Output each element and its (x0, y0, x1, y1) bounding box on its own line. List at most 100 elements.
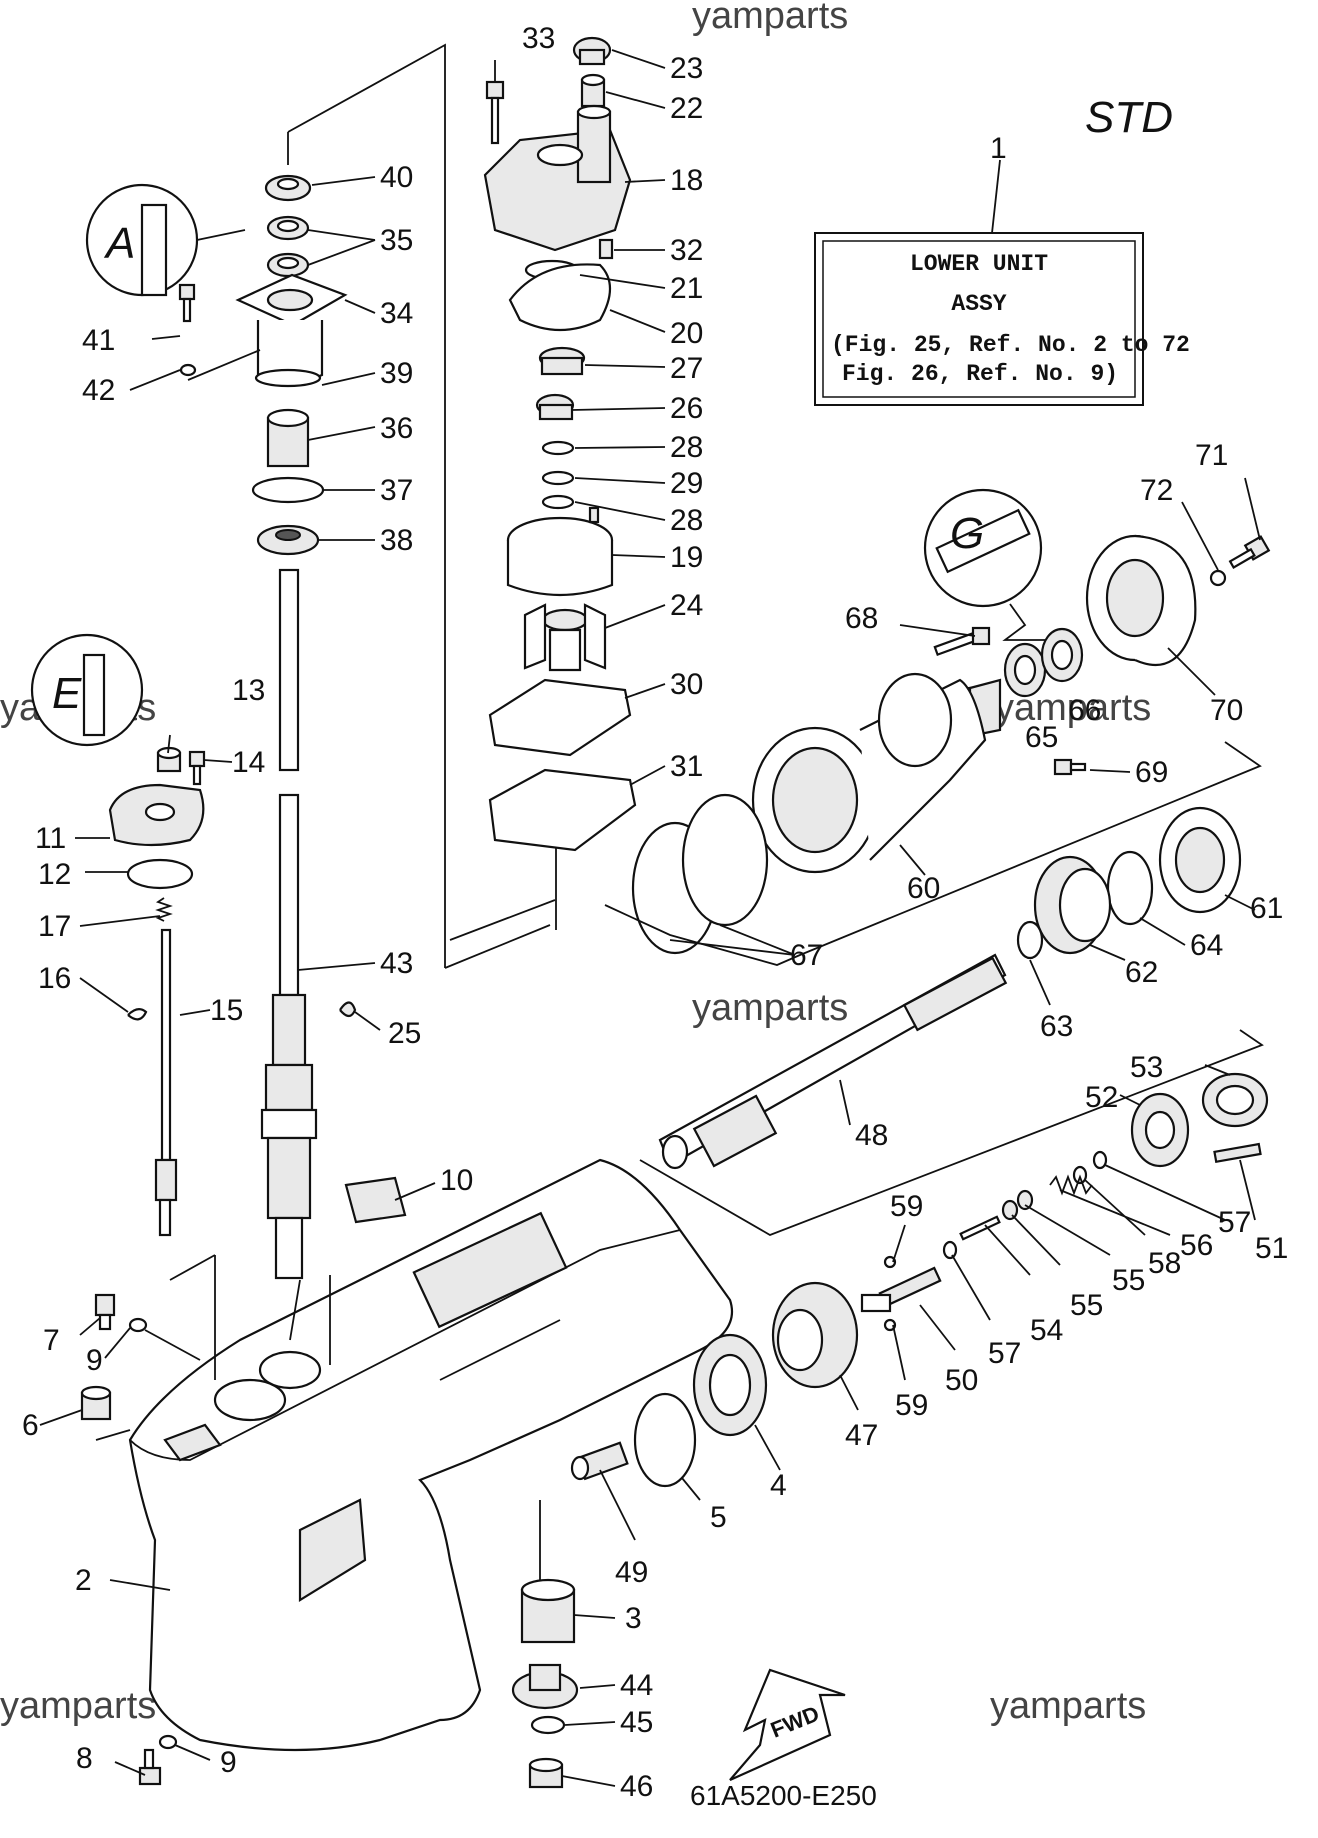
callout-36: 36 (380, 412, 413, 445)
callout-59-lower: 59 (895, 1389, 928, 1422)
part-56-washer (1092, 1150, 1108, 1170)
part-23-grommet (572, 36, 612, 66)
callout-43: 43 (380, 947, 413, 980)
callout-2: 2 (75, 1564, 92, 1597)
callout-41: 41 (82, 324, 115, 357)
callout-42: 42 (82, 374, 115, 407)
callout-13: 13 (232, 674, 265, 707)
part-9-gasket-lower (158, 1734, 178, 1750)
part-13-bushing (156, 746, 182, 773)
part-35-oil-seals (266, 215, 310, 278)
grease-mark-a-letter: A (103, 219, 135, 268)
assembly-reference-box: LOWER UNIT ASSY (Fig. 25, Ref. No. 2 to … (814, 159, 1190, 406)
part-60-propeller-shaft-housing (751, 672, 987, 874)
part-19-impeller-housing (506, 506, 614, 597)
callout-57-lower: 57 (988, 1337, 1021, 1370)
part-34-oil-seal-housing (235, 273, 348, 384)
grease-mark-a-icon: A (85, 183, 246, 297)
callout-40: 40 (380, 161, 413, 194)
part-5-shim (633, 1392, 697, 1488)
part-66-oil-seals (1003, 627, 1084, 698)
callout-24: 24 (670, 589, 703, 622)
callout-9-lower: 9 (220, 1746, 237, 1779)
callout-23: 23 (670, 52, 703, 85)
callout-66: 66 (1068, 694, 1101, 727)
part-57-washer-lower (942, 1240, 958, 1260)
callout-35: 35 (380, 224, 413, 257)
callout-19: 19 (670, 541, 703, 574)
part-55-ball-lower (1001, 1199, 1019, 1221)
callout-49: 49 (615, 1556, 648, 1589)
callout-16: 16 (38, 962, 71, 995)
part-49-bushing (570, 1441, 629, 1481)
part-28-washer-upper (541, 440, 575, 456)
part-8-bolt (138, 1748, 162, 1786)
group-bracket-67 (604, 741, 1262, 966)
callout-3: 3 (625, 1602, 642, 1635)
callout-21: 21 (670, 272, 703, 305)
callout-58: 58 (1148, 1247, 1181, 1280)
part-71-bolt (1228, 535, 1271, 569)
part-25-key (339, 1001, 357, 1018)
grease-mark-c-icon: G (923, 488, 1060, 641)
callout-31: 31 (670, 750, 703, 783)
callout-55-upper: 55 (1112, 1264, 1145, 1297)
callout-29: 29 (670, 467, 703, 500)
grease-mark-b-icon: E (30, 633, 144, 747)
callout-38: 38 (380, 524, 413, 557)
callout-numbers: 1 2 3 4 5 6 7 8 9 9 10 11 12 13 14 15 16… (22, 22, 1288, 1803)
watermark-bottom-left: yamparts (0, 1685, 156, 1727)
callout-67: 67 (790, 939, 823, 972)
drawing-code: 61A5200-E250 (690, 1780, 877, 1811)
callout-9-upper: 9 (86, 1344, 103, 1377)
part-33-bolt (485, 80, 505, 145)
part-26-insert (535, 393, 575, 421)
part-48-propeller-shaft (658, 953, 1008, 1170)
part-72-washer (1209, 569, 1227, 587)
part-55-ball-upper (1016, 1189, 1034, 1211)
part-63-shim (1016, 920, 1044, 960)
callout-8: 8 (76, 1742, 93, 1775)
part-43-driveshaft (260, 568, 318, 1280)
part-12-o-ring (126, 858, 194, 890)
callout-6: 6 (22, 1409, 39, 1442)
callout-27: 27 (670, 352, 703, 385)
part-18-water-pump-housing (483, 104, 632, 252)
part-40-oil-seal (264, 174, 312, 202)
callout-4: 4 (770, 1469, 787, 1502)
callout-39: 39 (380, 357, 413, 390)
part-2-gearcase-housing (128, 1158, 734, 1752)
callout-72: 72 (1140, 474, 1173, 507)
callout-45: 45 (620, 1706, 653, 1739)
part-3-needle-bearing (520, 1578, 576, 1644)
callout-32: 32 (670, 234, 703, 267)
callout-69: 69 (1135, 756, 1168, 789)
callout-20: 20 (670, 317, 703, 350)
callout-54: 54 (1030, 1314, 1063, 1347)
callout-10: 10 (440, 1164, 473, 1197)
callout-68: 68 (845, 602, 878, 635)
assy-line-4: Fig. 26, Ref. No. 9) (842, 361, 1118, 387)
callout-50: 50 (945, 1364, 978, 1397)
group-bracket-48 (639, 1029, 1264, 1236)
part-29-washer (541, 470, 575, 486)
assy-line-3: (Fig. 25, Ref. No. 2 to 72 (831, 332, 1190, 358)
callout-12: 12 (38, 858, 71, 891)
part-67-o-rings (631, 793, 769, 955)
part-16-clip (127, 1008, 148, 1021)
part-24-impeller (523, 603, 607, 672)
part-51-pin (1213, 1142, 1262, 1164)
callout-44: 44 (620, 1669, 653, 1702)
callout-71: 71 (1195, 439, 1228, 472)
callout-5: 5 (710, 1501, 727, 1534)
callout-28-upper: 28 (670, 431, 703, 464)
callout-56: 56 (1180, 1229, 1213, 1262)
callout-57-upper: 57 (1218, 1206, 1251, 1239)
callout-11: 11 (35, 822, 66, 855)
part-47-forward-gear (771, 1281, 859, 1389)
grease-mark-c-letter: G (950, 509, 984, 558)
part-32-dowel-pin (598, 238, 614, 260)
callout-64: 64 (1190, 929, 1223, 962)
part-6-anode (80, 1385, 112, 1421)
